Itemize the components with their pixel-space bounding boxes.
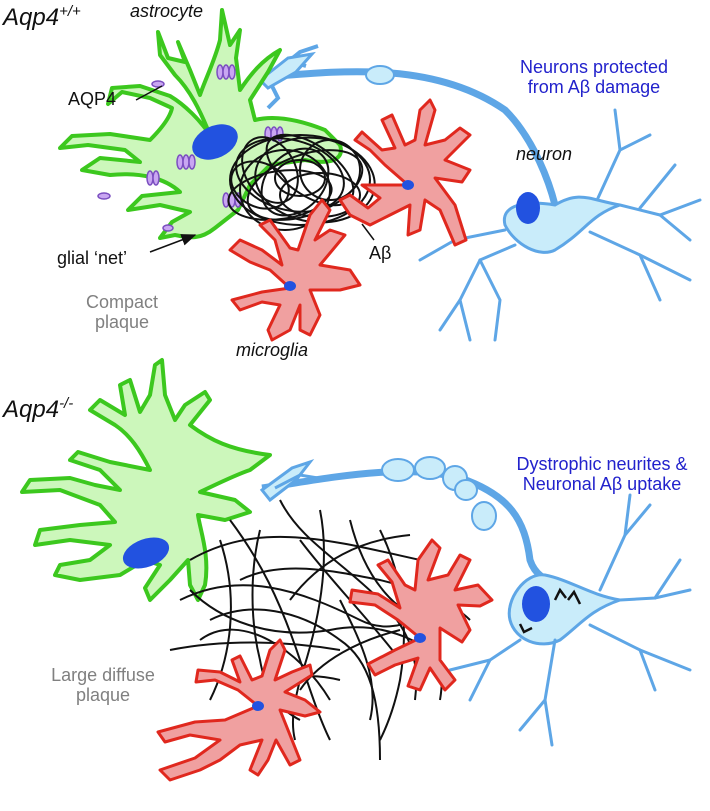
glial-net-arrow xyxy=(149,234,197,253)
wt-plaque-type: Compact plaque xyxy=(72,292,172,333)
wt-neuron-nucleus xyxy=(516,192,540,224)
ko-genotype-prefix: Aqp4 xyxy=(3,396,60,423)
ko-astrocyte xyxy=(20,358,272,602)
wt-genotype-label: Aqp4+/+ xyxy=(3,3,81,31)
wt-outcome: Neurons protected from Aβ damage xyxy=(500,57,688,98)
wt-astrocyte-nucleus xyxy=(192,124,238,160)
ko-microglia-left-nucleus xyxy=(252,701,264,711)
ko-genotype-label: Aqp4-/- xyxy=(3,395,74,423)
wt-genotype-sup: +/+ xyxy=(59,3,81,20)
ko-diffuse-plaque xyxy=(169,499,471,761)
wt-astrocyte xyxy=(58,8,343,240)
ko-genotype-sup: -/- xyxy=(59,395,74,412)
abeta-label: Aβ xyxy=(369,243,392,263)
wt-microglia-left-nucleus xyxy=(284,281,296,291)
ko-microglia-left xyxy=(156,638,322,782)
aqp4-label: AQP4 xyxy=(68,89,117,109)
ko-plaque-line1: Large diffuse xyxy=(51,665,155,685)
astrocyte-label: astrocyte xyxy=(130,1,204,21)
wt-microglia-right xyxy=(338,98,472,247)
wt-pointer-lines xyxy=(135,85,375,253)
wt-plaque-line1: Compact xyxy=(85,292,159,312)
glial-net-label: glial ‘net’ xyxy=(57,248,128,268)
ko-dystrophic-swellings xyxy=(381,456,497,531)
ko-outcome: Dystrophic neurites & Neuronal Aβ uptake xyxy=(502,454,702,495)
wt-outcome-line2: from Aβ damage xyxy=(527,76,661,97)
ko-neuronal-abeta xyxy=(518,587,582,634)
ko-outcome-line1: Dystrophic neurites & xyxy=(516,454,688,474)
ko-microglia-right-nucleus xyxy=(414,633,426,643)
wt-genotype-prefix: Aqp4 xyxy=(3,4,60,31)
ko-neuron-nucleus xyxy=(522,586,550,622)
neuron-label: neuron xyxy=(516,144,573,164)
ko-astrocyte-nucleus xyxy=(122,537,170,569)
wt-neuron xyxy=(254,44,702,342)
ko-microglia-right xyxy=(348,538,494,692)
ko-outcome-line2: Neuronal Aβ uptake xyxy=(522,473,682,494)
wt-plaque-line2: plaque xyxy=(94,311,150,332)
wt-microglia-left xyxy=(228,198,362,342)
ko-plaque-type: Large diffuse plaque xyxy=(38,665,168,706)
microglia-label: microglia xyxy=(236,340,309,360)
ko-plaque-line2: plaque xyxy=(75,684,131,705)
wt-outcome-line1: Neurons protected xyxy=(519,57,669,77)
ko-neuron xyxy=(259,456,692,747)
wt-microglia-right-nucleus xyxy=(402,180,414,190)
